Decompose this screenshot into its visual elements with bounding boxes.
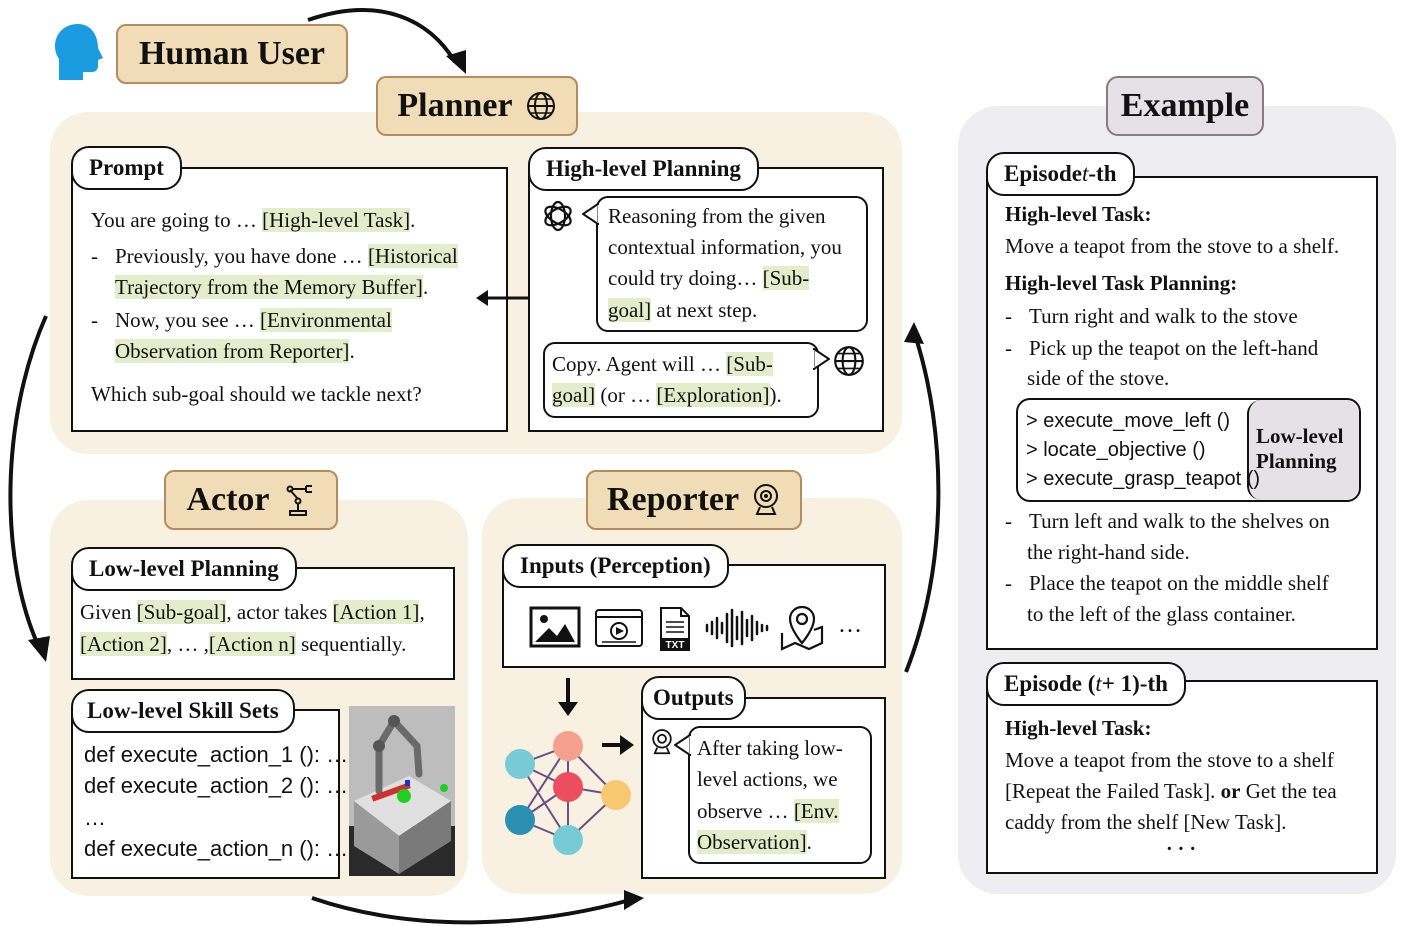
high-level-planning-tab: High-level Planning bbox=[528, 147, 759, 191]
prompt-line-1: You are going to … [High-level Task]. bbox=[91, 208, 416, 232]
ep2-task-heading: High-level Task: bbox=[1005, 716, 1152, 740]
code-line-2: > locate_objective () bbox=[1026, 439, 1206, 461]
webcam-icon bbox=[652, 729, 672, 755]
ep1-planning-heading: High-level Task Planning: bbox=[1005, 271, 1238, 295]
hlp-bubble-line-2: contextual information, you bbox=[608, 235, 842, 259]
map-pin-icon bbox=[780, 605, 824, 651]
openai-logo-icon bbox=[544, 200, 572, 232]
bubble-pointer bbox=[674, 734, 692, 756]
video-icon bbox=[595, 609, 643, 647]
llp-label-2: Planning bbox=[1256, 449, 1337, 473]
ep1-step-2a: -Pick up the teapot on the left-hand bbox=[1005, 336, 1319, 360]
actor-title: Actor bbox=[164, 470, 338, 530]
ep2-dots: · · · bbox=[1166, 838, 1197, 860]
skill-line-4: def execute_action_n (): … bbox=[84, 836, 349, 861]
prompt-line-3: Trajectory from the Memory Buffer]. bbox=[115, 275, 429, 299]
prompt-tab: Prompt bbox=[71, 146, 182, 190]
planner-title: Planner bbox=[376, 76, 578, 136]
ep1-step-4b: to the left of the glass container. bbox=[1027, 602, 1296, 626]
outputs-tab: Outputs bbox=[641, 676, 746, 720]
ep1-task-heading: High-level Task: bbox=[1005, 202, 1152, 226]
text-file-icon: TXT bbox=[660, 607, 690, 651]
webcam-icon bbox=[754, 484, 779, 515]
prompt-line-6: Which sub-goal should we tackle next? bbox=[91, 382, 422, 406]
episode-t1-tab: Episode (t + 1)-th bbox=[986, 662, 1186, 706]
neural-network-icon bbox=[505, 731, 631, 855]
hlp-bubble-line-4: goal] at next step. bbox=[608, 298, 758, 322]
inputs-tab: Inputs (Perception) bbox=[502, 544, 729, 588]
bubble-pointer bbox=[582, 203, 600, 225]
low-level-code-box bbox=[1016, 398, 1361, 502]
outputs-line-2: level actions, we bbox=[697, 767, 838, 791]
agent-bubble-line-1: Copy. Agent will … [Sub- bbox=[552, 352, 773, 376]
skill-line-2: def execute_action_2 (): … bbox=[84, 773, 349, 798]
hlp-bubble-line-3: could try doing… [Sub- bbox=[608, 266, 810, 290]
ep1-step-1: -Turn right and walk to the stove bbox=[1005, 304, 1298, 328]
code-line-3: > execute_grasp_teapot () bbox=[1026, 468, 1261, 490]
example-title: Example bbox=[1106, 76, 1264, 136]
globe-icon bbox=[526, 92, 555, 120]
low-level-planning-tab: Low-level Planning bbox=[71, 547, 297, 591]
llp-line-1: Given [Sub-goal], actor takes [Action 1]… bbox=[80, 600, 425, 624]
reporter-title: Reporter bbox=[586, 470, 802, 530]
ep2-line-1: Move a teapot from the stove to a shelf bbox=[1005, 748, 1334, 772]
llp-line-2: [Action 2], … ,[Action n] sequentially. bbox=[80, 632, 407, 656]
episode-t-tab: Episode t-th bbox=[986, 152, 1135, 196]
down-arrow bbox=[558, 678, 578, 716]
episode-t1-card bbox=[986, 680, 1378, 874]
ep1-task-text: Move a teapot from the stove to a shelf. bbox=[1005, 234, 1340, 258]
globe-icon bbox=[834, 346, 864, 376]
robot-arm-icon bbox=[286, 485, 312, 516]
human-user-title: Human User bbox=[116, 24, 348, 84]
outputs-line-4: Observation]. bbox=[697, 830, 812, 854]
robot-simulation-image bbox=[349, 706, 455, 876]
prompt-line-4: -Now, you see … [Environmental bbox=[91, 308, 392, 332]
ep2-line-2: [Repeat the Failed Task]. or Get the tea bbox=[1005, 779, 1337, 803]
prompt-line-2: -Previously, you have done … [Historical bbox=[91, 244, 458, 268]
skill-line-1: def execute_action_1 (): … bbox=[84, 742, 349, 767]
code-line-1: > execute_move_left () bbox=[1026, 410, 1230, 432]
agent-bubble-line-2: goal] (or … [Exploration]). bbox=[552, 383, 782, 407]
inputs-ellipsis: … bbox=[838, 612, 862, 638]
skill-sets-card bbox=[71, 709, 340, 879]
prompt-line-5: Observation from Reporter]. bbox=[115, 339, 355, 363]
outputs-line-3: observe … [Env. bbox=[697, 799, 839, 823]
right-arrow bbox=[602, 735, 634, 755]
hlp-bubble-line-1: Reasoning from the given bbox=[608, 204, 826, 228]
bubble-pointer-right bbox=[812, 348, 830, 370]
llp-label-1: Low-level bbox=[1256, 424, 1344, 448]
txt-label: TXT bbox=[666, 640, 685, 651]
ep2-line-3: caddy from the shelf [New Task]. bbox=[1005, 810, 1287, 834]
image-icon bbox=[529, 606, 581, 648]
low-level-planning-label-box bbox=[1247, 400, 1359, 500]
ep1-step-3a: -Turn left and walk to the shelves on bbox=[1005, 509, 1330, 533]
ep1-step-4a: -Place the teapot on the middle shelf bbox=[1005, 571, 1329, 595]
ep1-step-3b: the right-hand side. bbox=[1027, 540, 1190, 564]
human-head-icon bbox=[55, 24, 103, 80]
ep1-step-2b: side of the stove. bbox=[1027, 366, 1170, 390]
skill-line-3: … bbox=[84, 805, 106, 830]
cycle-arrows bbox=[8, 8, 941, 925]
outputs-line-1: After taking low- bbox=[697, 736, 843, 760]
audio-waveform-icon bbox=[705, 608, 769, 648]
skill-sets-tab: Low-level Skill Sets bbox=[71, 689, 295, 733]
